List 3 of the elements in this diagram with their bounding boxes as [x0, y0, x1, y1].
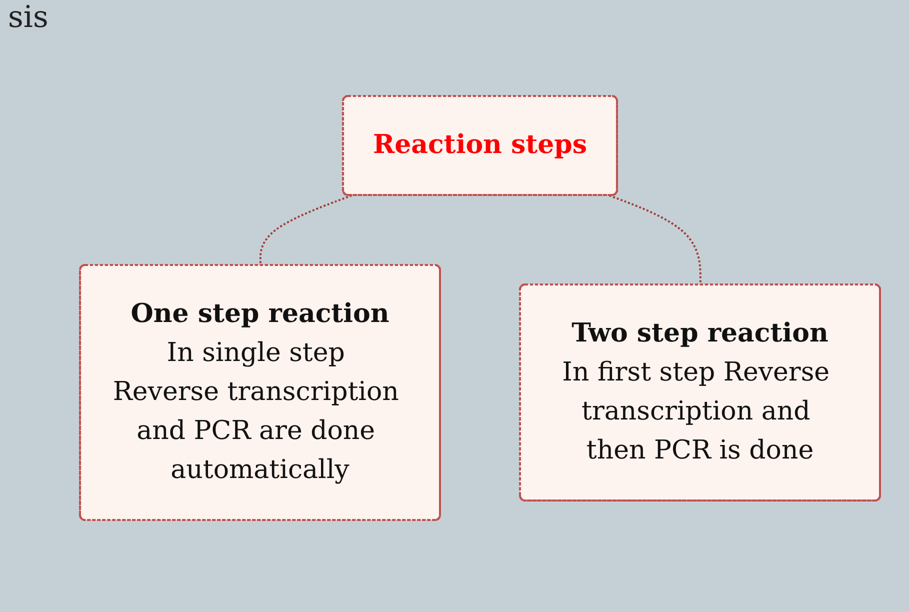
title: sis [8, 0, 48, 35]
connector [259, 194, 352, 266]
connector [609, 194, 702, 285]
